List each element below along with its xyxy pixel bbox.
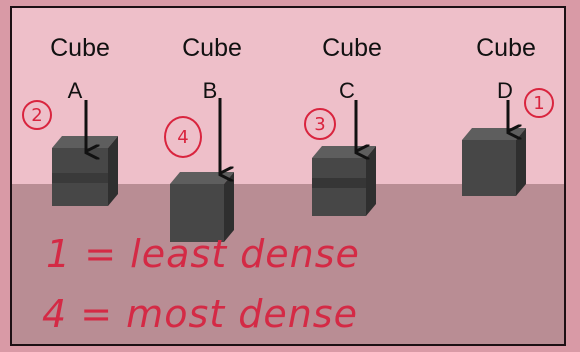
cube-a — [52, 136, 118, 206]
cube-a-rank: 2 — [22, 100, 52, 130]
cube-a-letter: A — [67, 78, 83, 103]
floor — [12, 184, 564, 344]
cube-b-label: Cube — [182, 34, 242, 62]
diagram-frame: Cube Cube Cube Cube A B C D 2 4 3 1 — [10, 6, 566, 346]
cubes-illustration — [52, 98, 526, 242]
cube-b — [170, 172, 234, 242]
cube-c-letter: C — [339, 78, 355, 103]
note-most-dense: 4 = most dense — [42, 292, 358, 336]
cube-b-rank: 4 — [164, 116, 202, 158]
cube-c-label: Cube — [322, 34, 382, 62]
cube-d-rank: 1 — [524, 88, 554, 118]
note-least-dense: 1 = least dense — [46, 232, 360, 276]
cube-c — [312, 146, 376, 216]
cube-d — [462, 128, 526, 196]
cube-a-label: Cube — [50, 34, 110, 62]
cube-b-letter: B — [202, 78, 218, 103]
cube-d-label: Cube — [476, 34, 536, 62]
cube-d-letter: D — [497, 78, 513, 103]
cube-c-rank: 3 — [304, 108, 336, 140]
